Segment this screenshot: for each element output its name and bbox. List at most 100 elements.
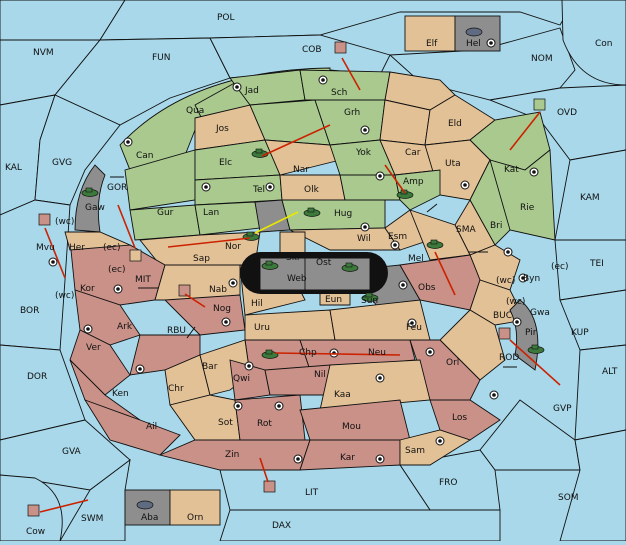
sc-Can[interactable] xyxy=(123,137,133,147)
label-Obs: Obs xyxy=(418,283,436,293)
army-icon[interactable] xyxy=(527,344,545,354)
label-SOM: SOM xyxy=(558,493,579,503)
order-arrows xyxy=(39,57,561,513)
sc-Bri[interactable] xyxy=(503,247,513,257)
fleet-icon[interactable] xyxy=(263,480,276,493)
label-BOR: BOR xyxy=(20,306,39,316)
label-Bri: Bri xyxy=(490,221,502,231)
sc-Elc[interactable] xyxy=(201,182,211,192)
sc-Sun[interactable] xyxy=(398,280,408,290)
label-Lan: Lan xyxy=(203,208,219,218)
sea-POL[interactable] xyxy=(99,0,576,41)
land-Wil[interactable] xyxy=(289,227,401,251)
sc-Pir[interactable] xyxy=(512,317,522,327)
fleet-icon[interactable] xyxy=(498,327,511,340)
order-arrow xyxy=(117,204,136,249)
land-Her[interactable] xyxy=(64,231,131,251)
land-Rot[interactable] xyxy=(234,394,306,441)
sc-Sch[interactable] xyxy=(318,75,328,85)
sea-DAX[interactable] xyxy=(219,509,501,542)
sc-Rot[interactable] xyxy=(274,401,284,411)
label-Olk: Olk xyxy=(304,185,320,195)
land-Lan[interactable] xyxy=(194,201,261,236)
sea-GVP[interactable] xyxy=(479,399,581,471)
sc-Hug[interactable] xyxy=(360,222,370,232)
fleet-icon[interactable] xyxy=(27,504,40,517)
sea-TEI[interactable] xyxy=(554,239,626,301)
sc-Nil[interactable] xyxy=(329,348,339,358)
sea-BOR[interactable] xyxy=(0,199,71,351)
label-Her: Her xyxy=(69,243,85,253)
sea-ALT[interactable] xyxy=(574,344,626,441)
label-KUP: KUP xyxy=(571,328,589,338)
sc-Kor[interactable] xyxy=(113,284,123,294)
sc-Nog[interactable] xyxy=(221,317,231,327)
sc-Ken[interactable] xyxy=(135,364,145,374)
sc-Jad[interactable] xyxy=(232,82,242,92)
sc-Uta[interactable] xyxy=(460,180,470,190)
army-icon[interactable] xyxy=(261,260,279,270)
army-icon[interactable] xyxy=(341,262,359,272)
fleet-icon[interactable] xyxy=(38,213,51,226)
sc-Ver[interactable] xyxy=(83,324,93,334)
land-Nab[interactable] xyxy=(154,264,241,301)
order-arrow xyxy=(434,251,456,296)
army-icon[interactable] xyxy=(81,187,99,197)
label-COB: COB xyxy=(302,45,322,55)
label-Mvu: Mvu xyxy=(36,243,55,253)
land-Orl-n[interactable] xyxy=(439,309,506,381)
army-icon[interactable] xyxy=(303,207,321,217)
land-Web-Ost[interactable] xyxy=(259,257,371,291)
sea-LIT[interactable] xyxy=(219,464,431,511)
sc-Orl[interactable] xyxy=(425,347,435,357)
army-icon[interactable] xyxy=(261,349,279,359)
label-Esm: Esm xyxy=(388,232,407,242)
fleet-icon[interactable] xyxy=(334,41,347,54)
land-Hug-n[interactable] xyxy=(339,174,401,201)
sea-KUP[interactable] xyxy=(559,289,626,351)
sc-Grh[interactable] xyxy=(360,125,370,135)
sc-Qwi[interactable] xyxy=(244,361,254,371)
land-Sam[interactable] xyxy=(399,429,472,466)
land-Ver[interactable] xyxy=(69,329,131,396)
sc-Kat[interactable] xyxy=(529,167,539,177)
fleet-icon[interactable] xyxy=(129,249,142,262)
land-Mou[interactable] xyxy=(299,399,411,441)
army-icon[interactable] xyxy=(361,292,379,302)
sc-Yok[interactable] xyxy=(375,171,385,181)
label-Qua: Qua xyxy=(186,106,204,116)
sc-Kar[interactable] xyxy=(375,454,385,464)
land-Orn[interactable] xyxy=(169,489,221,526)
sc-Tel[interactable] xyxy=(265,182,275,192)
sea-KAM[interactable] xyxy=(554,149,626,241)
sc-Mvu[interactable] xyxy=(48,257,58,267)
fleet-icon[interactable] xyxy=(533,98,546,111)
sc-Feu[interactable] xyxy=(407,318,417,328)
label-Nar: Nar xyxy=(293,165,309,175)
sc-Sot[interactable] xyxy=(233,401,243,411)
label-NOM: NOM xyxy=(531,54,553,64)
sc-Sam[interactable] xyxy=(435,436,445,446)
fleet-icon[interactable] xyxy=(136,500,154,510)
land-Elf[interactable] xyxy=(404,15,456,52)
label-Uru: Uru xyxy=(254,323,270,333)
sc-Zin[interactable] xyxy=(293,454,303,464)
sc-Nab[interactable] xyxy=(228,278,238,288)
land-Ail[interactable] xyxy=(83,399,181,456)
sc-Los[interactable] xyxy=(489,390,499,400)
fleet-icon[interactable] xyxy=(178,284,191,297)
label-Mel: Mel xyxy=(408,254,424,264)
land-Gaw[interactable] xyxy=(74,164,106,233)
sc-Byn[interactable] xyxy=(518,273,528,283)
label-Amp: Amp xyxy=(403,177,424,187)
fleet-icon[interactable] xyxy=(465,27,483,37)
sc-Esm[interactable] xyxy=(390,240,400,250)
label-ROD: ROD xyxy=(499,353,519,363)
army-icon[interactable] xyxy=(426,239,444,249)
sc-Hel[interactable] xyxy=(486,38,496,48)
label-NVM: NVM xyxy=(33,48,54,58)
order-arrow xyxy=(341,57,361,91)
sc-Kaa[interactable] xyxy=(375,373,385,383)
label-Nor: Nor xyxy=(225,242,241,252)
land-Los[interactable] xyxy=(429,399,501,441)
